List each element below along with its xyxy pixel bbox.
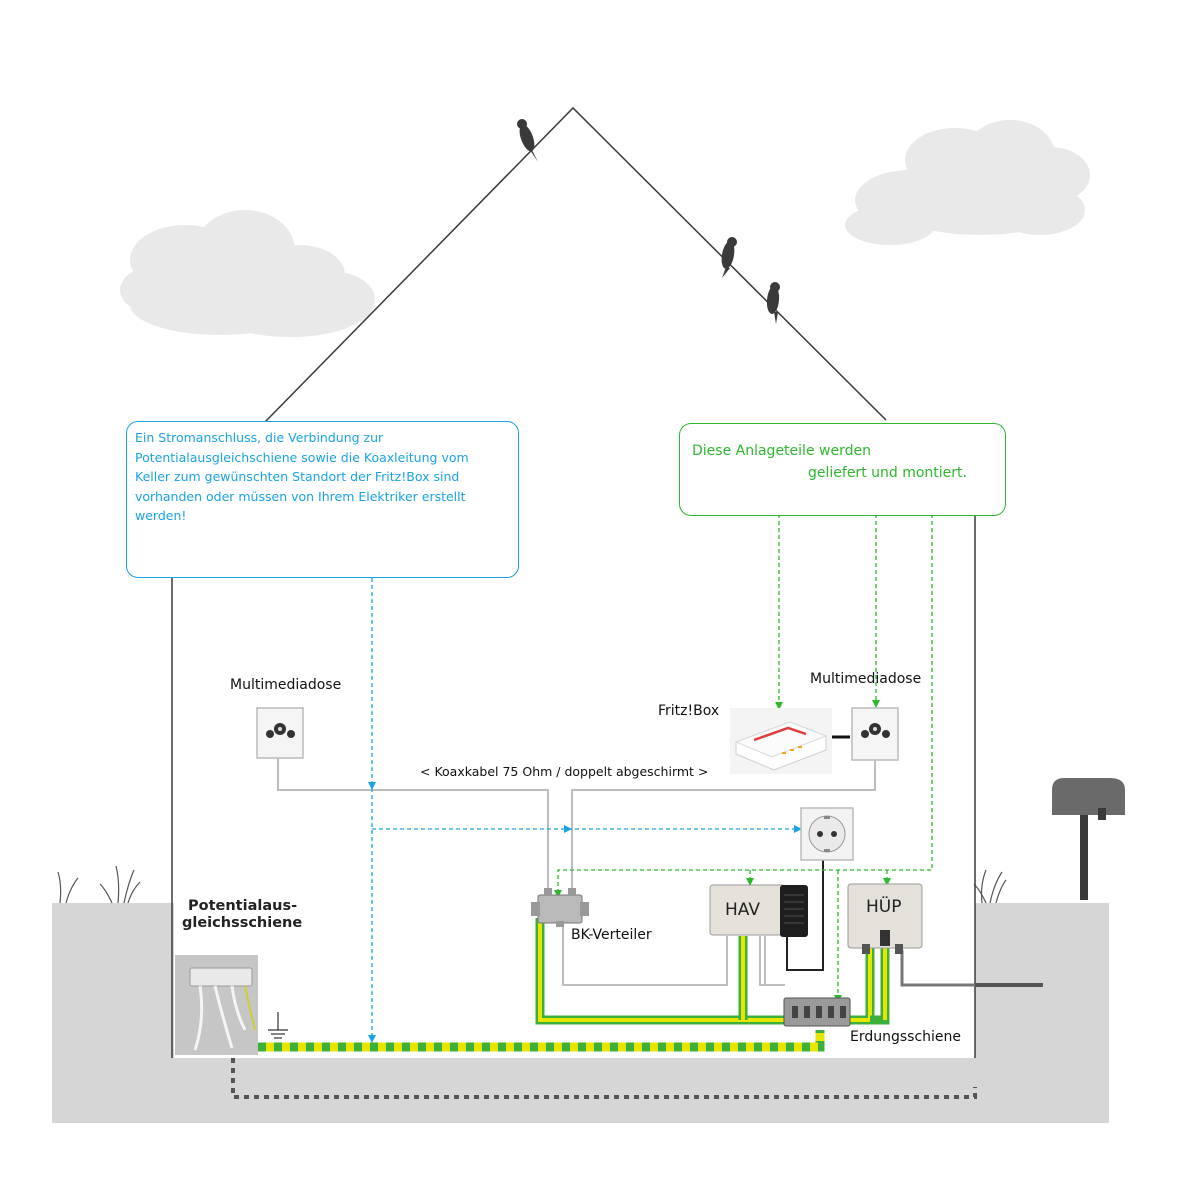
right-callout: Diese Anlageteile werden geliefert und m… (679, 423, 1006, 516)
cloud-left (120, 210, 375, 337)
green-arrowheads (554, 700, 891, 1003)
foundation-earth-line (231, 1058, 977, 1099)
coax-cables (277, 757, 975, 987)
bk-splitter-label: BK-Verteiler (571, 927, 652, 943)
power-socket (800, 807, 854, 861)
ground-symbol-icon (268, 1012, 288, 1039)
hav-label: HAV (725, 900, 760, 920)
huep-box (847, 883, 923, 954)
grass-left (57, 865, 141, 904)
earthing-bar (783, 997, 851, 1027)
earth-cables (258, 918, 890, 1052)
potential-bar-label-line1: Potentialaus- (188, 898, 298, 914)
blue-arrowheads (368, 782, 802, 1043)
potential-equalization-bar-photo (175, 955, 258, 1055)
fritzbox-label: Fritz!Box (658, 703, 720, 719)
bird-icon (766, 282, 780, 324)
left-callout-text: Ein Stromanschluss, die Verbindung zur P… (135, 430, 469, 523)
right-callout-line2: geliefert und montiert. (808, 465, 967, 481)
earthing-bar-label: Erdungsschiene (850, 1029, 962, 1045)
house-outline (171, 106, 976, 1058)
bird-icon (517, 119, 538, 162)
right-callout-line1: Diese Anlageteile werden (692, 443, 871, 459)
bird-icon (721, 237, 737, 278)
mailbox-icon (1052, 778, 1125, 900)
potential-bar-label-line2: gleichsschiene (182, 915, 303, 931)
multimedia-outlet-right-label: Multimediadose (810, 671, 922, 687)
hav-amplifier (709, 884, 808, 937)
multimedia-outlet-left (256, 707, 304, 759)
ground (52, 903, 1109, 1123)
bk-splitter (531, 888, 589, 927)
coax-cable-label: < Koaxkabel 75 Ohm / doppelt abgeschirmt… (420, 764, 709, 779)
multimedia-outlet-left-label: Multimediadose (230, 677, 342, 693)
blue-dashed-connectors (371, 578, 795, 1040)
huep-label: HÜP (866, 897, 902, 917)
grass-right (973, 869, 1007, 904)
cloud-right (845, 120, 1090, 245)
fritzbox-device (730, 708, 832, 774)
multimedia-outlet-right (851, 707, 899, 761)
left-callout: Ein Stromanschluss, die Verbindung zur P… (126, 421, 519, 578)
power-cable (786, 852, 824, 971)
